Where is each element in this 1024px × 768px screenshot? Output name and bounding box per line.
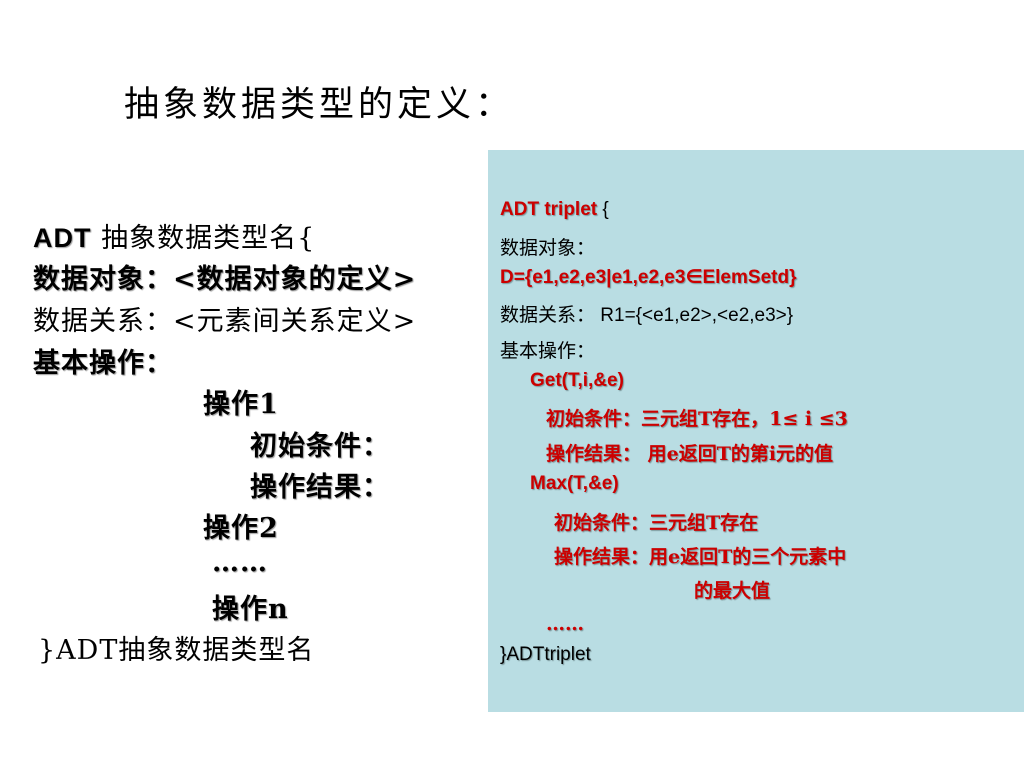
max-result-line: 操作结果：用e返回T的三个元素中: [554, 546, 847, 568]
page-title: 抽象数据类型的定义：: [124, 85, 515, 125]
data-object-line: 数据对象：<数据对象的定义>: [33, 264, 417, 295]
triplet-data-object-def: D={e1,e2,e3|e1,e2,e3∈ElemSetd}: [500, 267, 797, 288]
triplet-data-relation-label: 数据关系：: [500, 304, 596, 326]
get-init-line: 初始条件：三元组T存在，1≤ i ≤3: [546, 408, 848, 430]
op1-line: 操作1: [203, 389, 279, 420]
triplet-basic-ops: 基本操作：: [500, 340, 596, 362]
get-op-line: Get(T,i,&e): [530, 370, 624, 391]
adt-triplet-head: ADT triplet: [500, 199, 598, 220]
max-init-line: 初始条件：三元组T存在: [554, 512, 759, 534]
adt-keyword: ADT: [33, 223, 92, 253]
op-result-line: 操作结果：: [250, 472, 390, 503]
max-op-line: Max(T,&e): [530, 473, 619, 494]
triplet-data-relation-line: 数据关系： R1={<e1,e2>,<e2,e3>}: [500, 300, 793, 327]
triplet-ellipsis: ……: [546, 613, 584, 635]
init-cond-line: 初始条件：: [250, 431, 390, 462]
adt-header-line: ADT 抽象数据类型名{: [33, 216, 315, 255]
basic-ops-line: 基本操作：: [33, 348, 173, 379]
ellipsis-line: ……: [212, 547, 268, 578]
opn-line: 操作n: [212, 594, 289, 625]
adt-triplet-brace: {: [597, 199, 609, 220]
max-result-cont-line: 的最大值: [694, 580, 771, 602]
triplet-header-line: ADT triplet {: [500, 198, 609, 221]
triplet-data-object-label: 数据对象：: [500, 237, 596, 259]
triplet-data-relation-def: R1={<e1,e2>,<e2,e3>}: [595, 305, 794, 326]
triplet-panel: ADT triplet { 数据对象： D={e1,e2,e3|e1,e2,e3…: [488, 150, 1024, 712]
triplet-close: }ADTtriplet: [500, 644, 591, 665]
get-result-line: 操作结果： 用e返回T的第i元的值: [546, 443, 834, 465]
data-relation-line: 数据关系：<元素间关系定义>: [33, 306, 417, 337]
op2-line: 操作2: [203, 513, 279, 544]
adt-close-line: }ADT抽象数据类型名: [38, 635, 315, 666]
adt-name: 抽象数据类型名{: [91, 223, 316, 254]
